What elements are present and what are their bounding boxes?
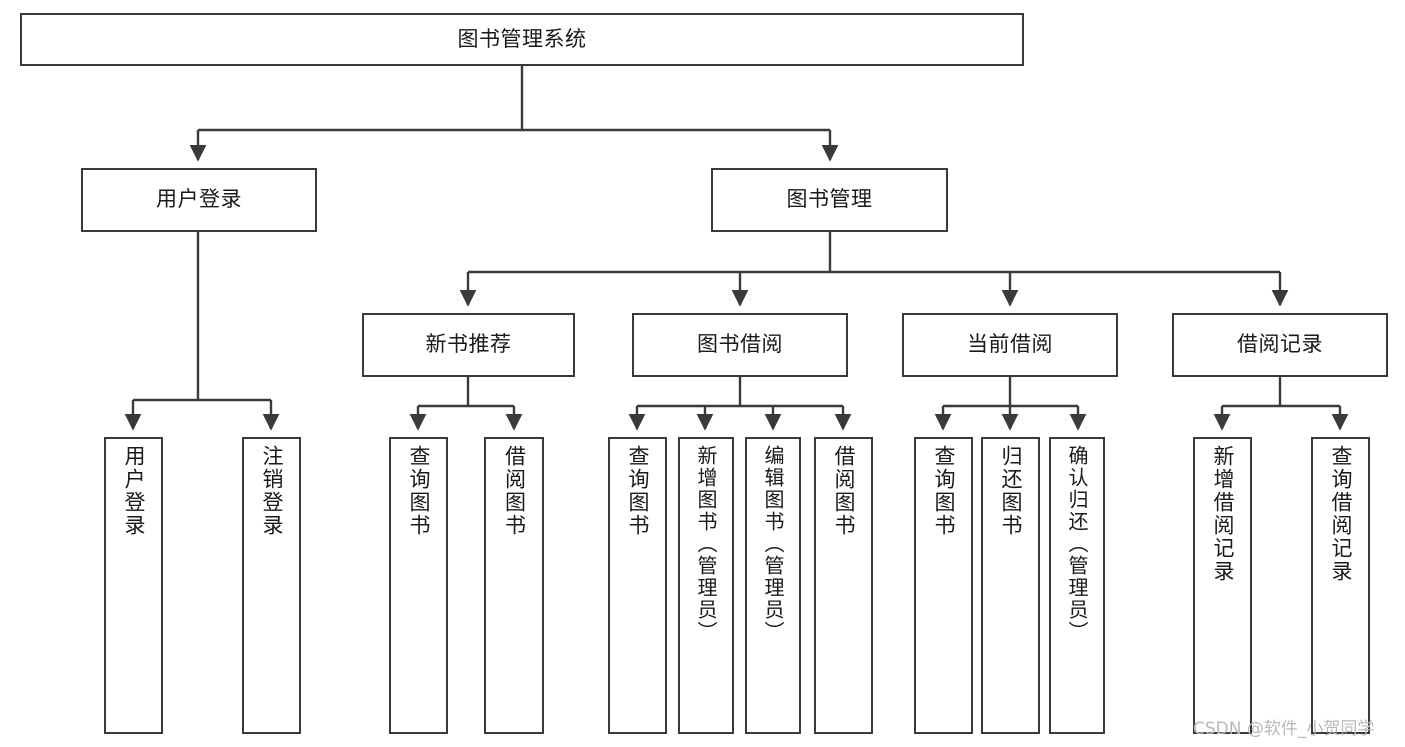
leaf-user-login[interactable]: 用户登录 — [104, 437, 163, 734]
node-label: 图书管理系统 — [457, 26, 587, 51]
node-new-book-recommendation[interactable]: 新书推荐 — [362, 313, 575, 377]
leaf-return-books[interactable]: 归还图书 — [981, 437, 1040, 734]
node-user-login[interactable]: 用户登录 — [81, 168, 317, 232]
node-label: 编辑图书（管理员） — [761, 445, 785, 643]
watermark: CSDN @软件_小贺同学 — [1193, 719, 1375, 739]
node-label: 确认归还（管理员） — [1065, 445, 1089, 643]
leaf-logout[interactable]: 注销登录 — [242, 437, 301, 734]
node-label: 图书管理 — [786, 187, 873, 212]
node-label: 查询借阅记录 — [1329, 445, 1353, 583]
node-label: 借阅记录 — [1237, 332, 1323, 357]
node-book-management[interactable]: 图书管理 — [711, 168, 948, 232]
leaf-borrow-books-recommendation[interactable]: 借阅图书 — [484, 437, 544, 734]
node-label: 新书推荐 — [425, 332, 512, 357]
node-root-library-management-system[interactable]: 图书管理系统 — [20, 13, 1024, 66]
node-label: 新增借阅记录 — [1211, 445, 1235, 583]
node-book-borrowing[interactable]: 图书借阅 — [632, 313, 848, 377]
node-borrow-records[interactable]: 借阅记录 — [1172, 313, 1388, 377]
node-current-borrowing[interactable]: 当前借阅 — [902, 313, 1118, 377]
node-label: 借阅图书 — [832, 445, 856, 537]
node-label: 用户登录 — [156, 187, 242, 212]
leaf-edit-book-admin[interactable]: 编辑图书（管理员） — [745, 437, 801, 734]
node-label: 借阅图书 — [502, 445, 527, 537]
leaf-query-books-recommendation[interactable]: 查询图书 — [389, 437, 448, 734]
node-label: 注销登录 — [260, 445, 284, 537]
node-label: 归还图书 — [999, 445, 1023, 537]
node-label: 查询图书 — [626, 445, 650, 537]
node-label: 新增图书（管理员） — [694, 445, 718, 643]
leaf-add-borrow-record[interactable]: 新增借阅记录 — [1193, 437, 1252, 734]
node-label: 查询图书 — [407, 445, 431, 537]
node-label: 查询图书 — [932, 445, 956, 537]
leaf-add-book-admin[interactable]: 新增图书（管理员） — [678, 437, 734, 734]
leaf-borrow-books-borrowing[interactable]: 借阅图书 — [814, 437, 873, 734]
node-label: 当前借阅 — [967, 332, 1053, 357]
leaf-query-borrow-record[interactable]: 查询借阅记录 — [1311, 437, 1370, 734]
leaf-query-books-current[interactable]: 查询图书 — [914, 437, 973, 734]
node-label: 用户登录 — [122, 445, 146, 537]
node-label: 图书借阅 — [697, 332, 783, 357]
leaf-query-books-borrowing[interactable]: 查询图书 — [608, 437, 667, 734]
leaf-confirm-return-admin[interactable]: 确认归还（管理员） — [1049, 437, 1105, 734]
